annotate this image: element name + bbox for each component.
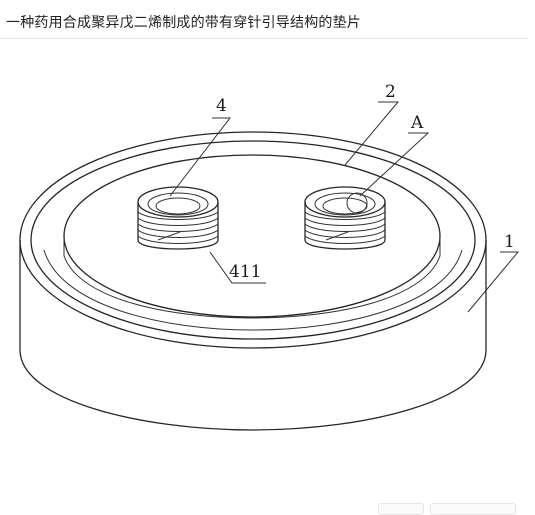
leader-lines — [169, 101, 520, 313]
left-guide-ring — [137, 186, 219, 250]
page-title: 一种药用合成聚异戊二烯制成的带有穿针引导结构的垫片 — [6, 15, 361, 31]
label-1: 1 — [504, 232, 515, 252]
inner-disc — [63, 154, 441, 319]
bottom-ghost-button-left[interactable] — [378, 503, 424, 515]
bottom-ghost-button-right[interactable] — [430, 503, 516, 515]
outer-cylinder — [19, 131, 487, 431]
label-a: A — [410, 113, 424, 133]
label-2: 2 — [385, 82, 396, 102]
label-411: 411 — [229, 262, 261, 282]
detail-circle-a — [346, 192, 368, 214]
right-guide-ring — [304, 186, 386, 250]
label-4: 4 — [216, 96, 227, 116]
title-divider — [0, 38, 528, 39]
